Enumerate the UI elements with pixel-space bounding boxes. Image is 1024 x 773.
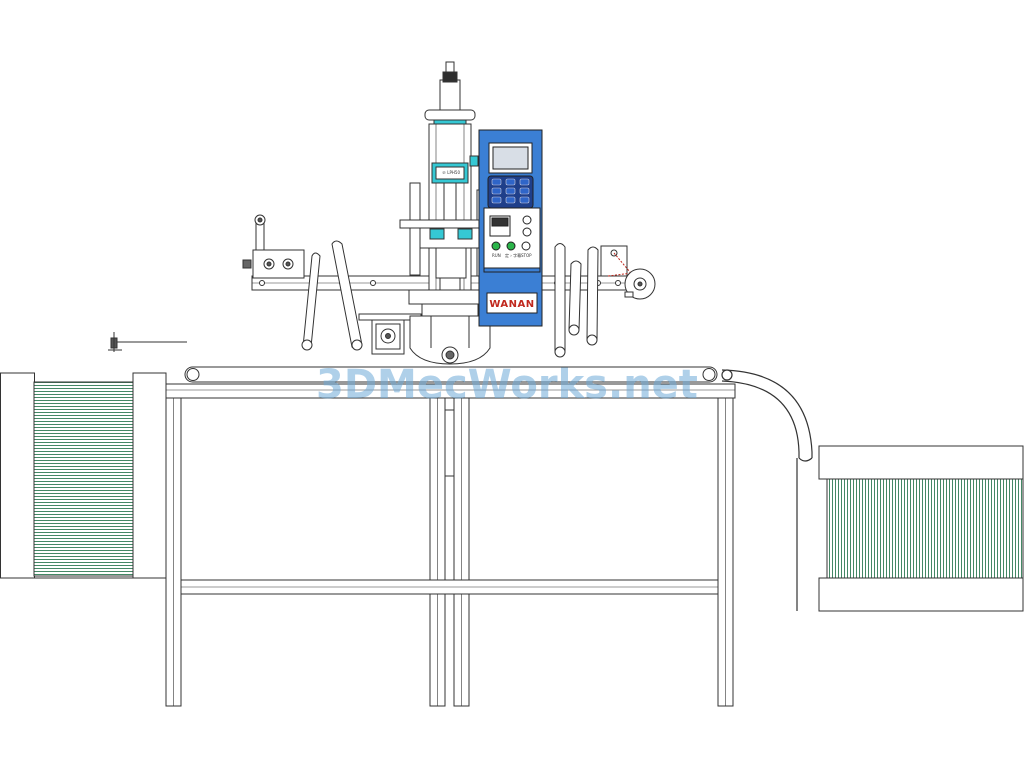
mode-button-label: 定 › 字幕 xyxy=(505,253,522,258)
left-dancer-arms xyxy=(301,240,363,351)
exit-chute xyxy=(721,369,813,611)
stamping-head xyxy=(408,289,492,365)
control-box xyxy=(478,129,543,327)
right-dancer-arms xyxy=(554,243,599,358)
left-foil-unwind xyxy=(242,214,305,279)
keypad xyxy=(491,178,530,204)
brand-logo: WANAN xyxy=(489,299,535,310)
motor-box xyxy=(358,313,422,355)
stop-button-label: STOP xyxy=(521,253,532,258)
right-foil-rewind xyxy=(600,245,656,300)
cylinder-label: ℗ LPH50 xyxy=(441,170,460,175)
machine-frame xyxy=(165,383,736,707)
left-product-stack xyxy=(0,372,167,579)
run-button-label: RUN xyxy=(492,253,501,258)
side-sensor-bracket xyxy=(108,332,187,352)
right-product-stack xyxy=(818,445,1024,612)
conveyor-belt xyxy=(184,366,718,383)
